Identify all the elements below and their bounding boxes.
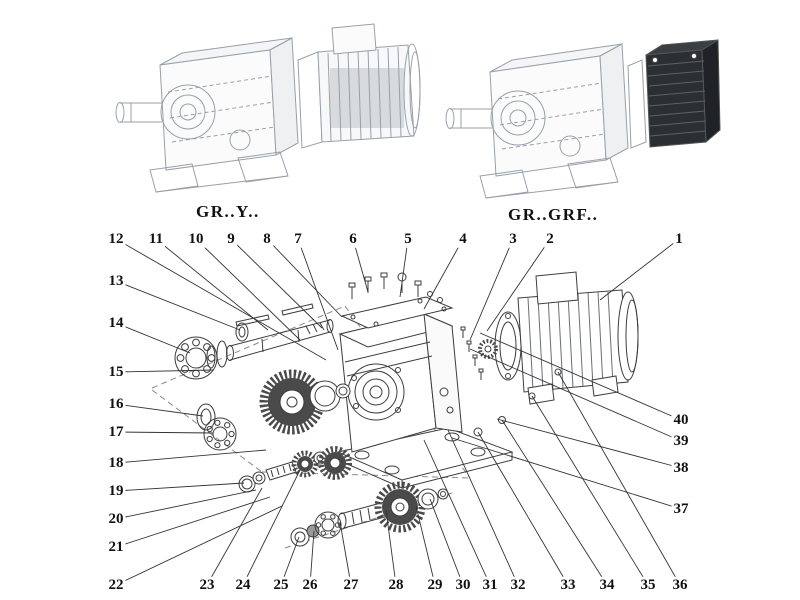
output-shaft-assembly [290,481,449,547]
leader-line-5 [399,238,409,298]
gearmotor-right-illustration [445,39,721,199]
motor [478,271,639,405]
leader-line-31 [423,439,491,586]
leader-line-19 [115,482,245,492]
leader-line-20 [115,489,257,520]
leader-line-24 [242,469,301,586]
leader-line-40 [479,332,682,421]
leader-line-14 [115,322,191,354]
leader-line-32 [447,429,519,586]
second-bearing [203,417,237,451]
leader-line-36 [557,371,681,586]
leader-line-9 [230,238,323,329]
leader-line-22 [115,505,283,586]
variant-title-gr-y: GR..Y.. [196,202,260,221]
left-output-shaft [115,102,162,123]
leader-line-3 [469,238,514,341]
leader-line-10 [195,238,301,341]
leader-line-29 [415,505,436,586]
leader-line-16 [115,403,204,417]
left-feet [149,151,289,193]
misc-plugs [473,368,562,437]
leader-line-39 [469,348,682,442]
variant-title-gr-grf: GR..GRF.. [508,205,599,224]
leader-line-38 [496,418,682,469]
leader-line-28 [385,509,397,586]
left-motor [297,23,421,149]
leader-line-30 [429,498,464,586]
left-terminal-box [331,23,377,55]
exploded-view-diagram [151,271,639,549]
leader-line-11 [155,238,269,331]
leader-line-26 [309,530,315,586]
motor-flange-bolts [460,326,484,380]
leader-line-21 [115,496,271,548]
leader-line-6 [352,238,369,293]
leader-line-1 [599,238,680,301]
first-stage-gear [259,369,351,435]
spacer-ring [196,403,216,431]
right-feet [479,157,619,199]
input-seals [206,322,249,369]
leader-line-15 [115,369,214,373]
leader-line-13 [115,280,241,331]
right-input-cover-dark [627,39,721,149]
leader-line-18 [115,449,267,464]
leader-line-25 [280,536,300,586]
leader-line-8 [266,238,343,318]
leader-line-23 [206,487,263,586]
leader-line-17 [115,431,214,434]
leader-line-35 [531,395,649,586]
leader-line-27 [339,521,352,586]
leader-line-37 [451,437,682,510]
leader-line-7 [297,238,339,351]
right-output-shaft [445,108,492,129]
input-shaft [226,303,334,361]
leader-line-2 [486,238,551,332]
housing-top-cover [340,296,454,329]
leader-line-12 [115,238,327,361]
leader-line-4 [423,238,464,310]
motor-terminal-box [535,271,579,305]
leader-line-33 [477,431,569,586]
leader-line-34 [501,419,608,586]
left-housing [159,37,299,171]
gearmotor-left-illustration [115,23,421,193]
right-housing [489,43,629,177]
housing-body [338,313,463,453]
